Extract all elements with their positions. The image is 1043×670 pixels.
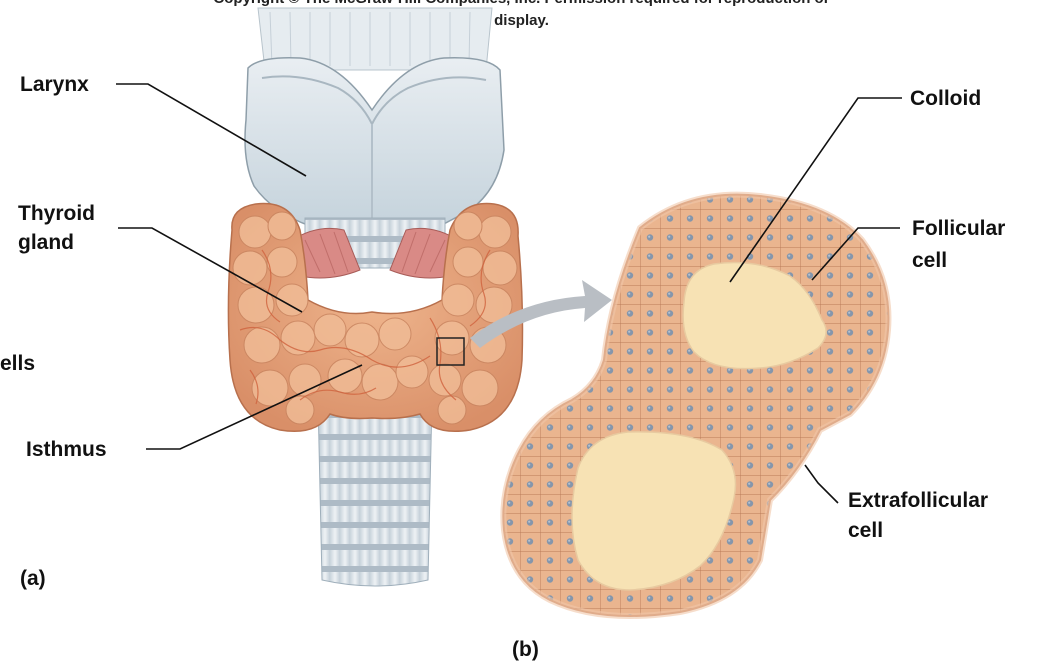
label-isthmus: Isthmus [26, 437, 107, 462]
label-follicular-cell-line2: cell [912, 248, 947, 273]
label-extrafollicular-cell-line2: cell [848, 518, 883, 543]
thyroid-cartilage [245, 58, 504, 226]
label-thyroid-gland-line1: Thyroid [18, 201, 95, 226]
label-cells-partial: ells [0, 351, 35, 376]
label-follicular-cell-line1: Follicular [912, 216, 1005, 241]
trachea [318, 400, 432, 586]
label-extrafollicular-cell-line1: Extrafollicular [848, 488, 988, 513]
label-thyroid-gland-line2: gland [18, 230, 74, 255]
label-colloid: Colloid [910, 86, 981, 111]
label-larynx: Larynx [20, 72, 89, 97]
label-panel-a: (a) [20, 566, 46, 591]
label-panel-b: (b) [512, 637, 539, 662]
